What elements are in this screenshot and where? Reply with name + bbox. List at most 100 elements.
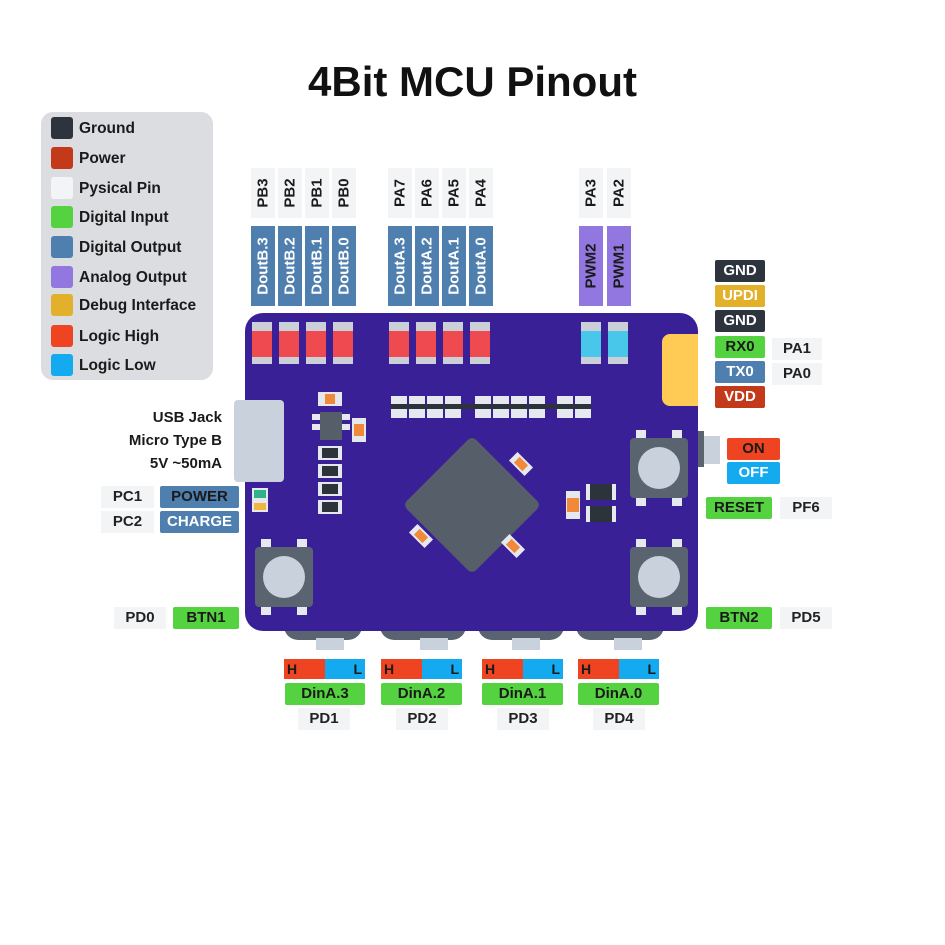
function-doutb2: DoutB.2 — [278, 226, 302, 306]
logic-level-switch-2: H L — [381, 659, 462, 679]
function-dina1: DinA.1 — [482, 683, 563, 705]
capacitor-body — [354, 424, 364, 436]
pin-pd2: PD2 — [396, 708, 448, 730]
legend-label: Logic High — [79, 328, 160, 345]
switch-off-label: OFF — [727, 462, 780, 484]
diode-body — [322, 448, 338, 458]
logic-high-label: H — [384, 661, 395, 677]
legend-label: Digital Output — [79, 239, 182, 256]
usb-label-line1: USB Jack — [152, 409, 222, 426]
btn1-button-cap[interactable] — [263, 556, 305, 598]
pin-pa6: PA6 — [415, 168, 439, 218]
header-pa1: PA1 — [772, 338, 822, 360]
legend-label: Digital Input — [79, 209, 169, 226]
diode-body — [590, 506, 612, 522]
logic-low-segment — [523, 659, 563, 679]
led-doutb3-lens — [252, 331, 272, 357]
voltage-regulator — [320, 412, 342, 440]
slide-switch-knob[interactable] — [512, 638, 540, 650]
logic-low-segment — [325, 659, 365, 679]
logic-low-label: L — [450, 661, 459, 677]
legend-swatch — [51, 147, 73, 169]
btn1-label: BTN1 — [173, 607, 239, 629]
led-doutb0-lens — [333, 331, 353, 357]
pin-label: PB3 — [254, 178, 272, 208]
legend-swatch — [51, 266, 73, 288]
reset-pin: PF6 — [780, 497, 832, 519]
function-dina0: DinA.0 — [578, 683, 659, 705]
function-label: PWM1 — [610, 243, 628, 289]
chip-pin — [342, 414, 350, 420]
logic-low-segment — [422, 659, 462, 679]
legend-swatch — [51, 236, 73, 258]
logic-high-segment — [482, 659, 523, 679]
pin-label: PA2 — [610, 178, 628, 208]
pin-label: PA5 — [445, 178, 463, 208]
led-doutb2-lens — [279, 331, 299, 357]
slide-switch-knob[interactable] — [614, 638, 642, 650]
legend-swatch — [51, 177, 73, 199]
power-led-label: POWER — [160, 486, 239, 508]
led-douta3-lens — [389, 331, 409, 357]
pin-pa2: PA2 — [607, 168, 631, 218]
diode-body — [322, 466, 338, 476]
legend-label: Logic Low — [79, 357, 156, 374]
function-label: DoutA.2 — [418, 237, 436, 295]
slide-switch-knob[interactable] — [420, 638, 448, 650]
pin-pa4: PA4 — [469, 168, 493, 218]
button-leg — [636, 430, 646, 438]
usb-connector[interactable] — [234, 400, 284, 482]
power-led-lens — [254, 490, 266, 498]
header-rx0: RX0 — [715, 336, 765, 358]
function-label: DoutB.1 — [308, 237, 326, 295]
pin-label: PA3 — [582, 178, 600, 208]
pin-pc2: PC2 — [101, 511, 154, 533]
legend-label: Analog Output — [79, 269, 187, 286]
chip-pin — [312, 414, 320, 420]
header-pa0: PA0 — [772, 363, 822, 385]
logic-level-switch-1: H L — [284, 659, 365, 679]
led-pwm1-lens — [608, 331, 628, 357]
diode-body — [322, 502, 338, 512]
header-gnd-2: GND — [715, 310, 765, 332]
reset-button-cap[interactable] — [638, 447, 680, 489]
function-label: DoutA.1 — [445, 237, 463, 295]
capacitor-body — [325, 394, 335, 404]
button-leg — [672, 430, 682, 438]
header-gnd-1: GND — [715, 260, 765, 282]
legend-label: Debug Interface — [79, 297, 197, 314]
resistor-band — [391, 404, 591, 409]
slide-switch-knob[interactable] — [316, 638, 344, 650]
logic-high-label: H — [287, 661, 298, 677]
function-doutb1: DoutB.1 — [305, 226, 329, 306]
function-label: PWM2 — [582, 243, 600, 289]
button-leg — [672, 539, 682, 547]
function-pwm1: PWM1 — [607, 226, 631, 306]
logic-low-label: L — [551, 661, 560, 677]
pin-label: PB1 — [308, 178, 326, 208]
chip-pin — [312, 424, 320, 430]
reset-label: RESET — [706, 497, 772, 519]
pin-pd1: PD1 — [298, 708, 350, 730]
btn2-button-cap[interactable] — [638, 556, 680, 598]
function-douta3: DoutA.3 — [388, 226, 412, 306]
legend-swatch — [51, 325, 73, 347]
header-vdd: VDD — [715, 386, 765, 408]
pin-pd4: PD4 — [593, 708, 645, 730]
logic-high-label: H — [581, 661, 592, 677]
power-switch-knob[interactable] — [704, 436, 720, 464]
logic-level-switch-3: H L — [482, 659, 563, 679]
pin-pb3: PB3 — [251, 168, 275, 218]
legend-swatch — [51, 117, 73, 139]
diode-body — [590, 484, 612, 500]
button-leg — [636, 607, 646, 615]
logic-low-label: L — [647, 661, 656, 677]
pin-pb0: PB0 — [332, 168, 356, 218]
button-leg — [297, 539, 307, 547]
capacitor-body — [567, 498, 579, 512]
pin-pd0: PD0 — [114, 607, 166, 629]
logic-high-segment — [284, 659, 325, 679]
page-title: 4Bit MCU Pinout — [308, 58, 637, 105]
pin-label: PA7 — [391, 178, 409, 208]
chip-pin — [342, 424, 350, 430]
